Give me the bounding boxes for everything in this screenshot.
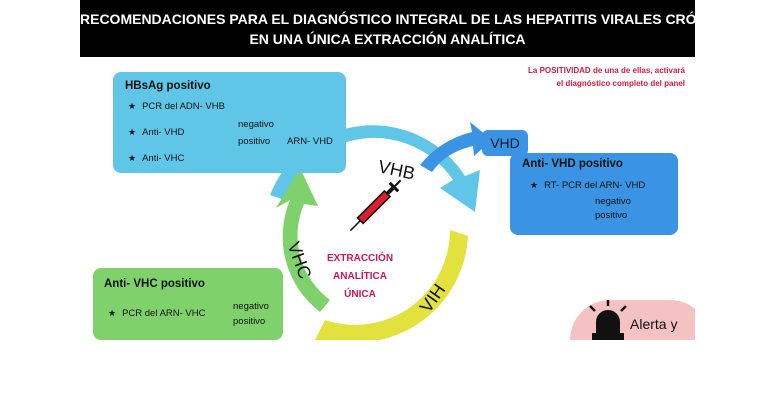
vhd-title: Anti- VHD positivo xyxy=(522,158,623,170)
center-text-line2: ÚNICA xyxy=(344,289,376,300)
center-text-line1: EXTRACCIÓN ANALÍTICA xyxy=(326,253,394,282)
star-icon: ★ xyxy=(108,308,117,318)
hbsag-item-antivhc-label: Anti- VHC xyxy=(142,153,185,164)
vhc-box xyxy=(93,268,283,340)
vhd-item-rtpcr-label: RT- PCR del ARN- VHD xyxy=(544,180,646,191)
alarm-icon xyxy=(589,300,627,340)
star-icon: ★ xyxy=(128,127,137,137)
hbsag-item-pcr: ★ PCR del ADN- VHB xyxy=(128,101,225,112)
star-icon: ★ xyxy=(128,153,137,163)
hbsag-item-antivhd-label: Anti- VHD xyxy=(142,127,185,138)
title-line2: EN UNA ÚNICA EXTRACCIÓN ANALÍTICA xyxy=(249,31,526,47)
vhc-title: Anti- VHC positivo xyxy=(104,278,205,290)
vhc-positivo: positivo xyxy=(233,316,266,327)
hbsag-box xyxy=(113,72,346,173)
star-icon: ★ xyxy=(530,180,539,190)
positivity-note-line2: el diagnóstico completo del panel xyxy=(556,79,685,88)
syringe-icon xyxy=(349,179,402,232)
hbsag-item-antivhd: ★ Anti- VHD xyxy=(128,127,184,138)
center-text: EXTRACCIÓN ANALÍTICA ÚNICA xyxy=(300,250,420,304)
hbsag-title: HBsAg positivo xyxy=(125,80,211,92)
alert-text: Alerta y xyxy=(630,316,678,332)
vhd-box xyxy=(510,153,678,235)
vhc-arc xyxy=(276,168,330,312)
title-bar: RECOMENDACIONES PARA EL DIAGNÓSTICO INTE… xyxy=(80,0,741,57)
hbsag-item-antivhc: ★ Anti- VHC xyxy=(128,153,184,164)
vih-arc xyxy=(315,230,468,340)
hbsag-arn-vhd: ARN- VHD xyxy=(287,136,333,147)
alert-icon-layer xyxy=(589,300,627,340)
positivity-note: La POSITIVIDAD de una de ellas, activará… xyxy=(528,64,685,90)
vhd-positivo: positivo xyxy=(595,210,628,221)
hbsag-positivo: positivo xyxy=(238,136,271,147)
vhb-to-vhd-arrow xyxy=(420,122,492,172)
title-line1: RECOMENDACIONES PARA EL DIAGNÓSTICO INTE… xyxy=(80,11,741,27)
vhd-tag: VHD xyxy=(482,130,528,156)
hbsag-item-pcr-label: PCR del ADN- VHB xyxy=(142,101,225,112)
vhc-negativo: negativo xyxy=(233,301,269,312)
vhc-item-pcr: ★ PCR del ARN- VHC xyxy=(108,308,206,319)
vhd-negativo: negativo xyxy=(595,196,631,207)
vhc-item-pcr-label: PCR del ARN- VHC xyxy=(122,308,206,319)
vhd-item-rtpcr: ★ RT- PCR del ARN- VHD xyxy=(530,180,645,191)
star-icon: ★ xyxy=(128,101,137,111)
hbsag-negativo: negativo xyxy=(238,119,274,130)
positivity-note-line1: La POSITIVIDAD de una de ellas, activará xyxy=(528,66,685,75)
